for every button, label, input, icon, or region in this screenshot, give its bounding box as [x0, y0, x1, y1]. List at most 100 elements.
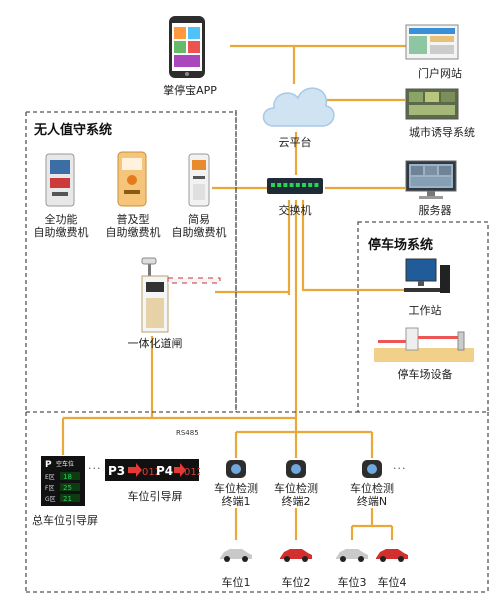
guide-right-arrow — [174, 463, 186, 477]
cloud-icon — [262, 87, 335, 127]
standard-kiosk-button — [127, 175, 137, 185]
workstation-stand — [418, 281, 424, 286]
workstation-label: 工作站 — [408, 304, 442, 317]
switch-port-4 — [289, 183, 294, 187]
city-block-1 — [409, 92, 423, 102]
total-guide-label: 总车位引导屏 — [32, 514, 98, 527]
total-guide-p: P — [45, 460, 52, 470]
phone-app-icon — [169, 16, 205, 78]
portal-monitor-icon — [405, 24, 459, 60]
car-4-wheel-rear — [398, 556, 404, 562]
standard-kiosk-screen — [122, 158, 142, 170]
gate-camera-pole — [148, 262, 151, 276]
detector-2-lens — [291, 464, 301, 474]
portal-page-block-1 — [430, 36, 454, 42]
switch-label: 交换机 — [278, 204, 312, 217]
detector-n-icon — [362, 460, 382, 478]
guide-screen-icon: P3 012 P4 012 — [105, 459, 200, 481]
phone-tile-5 — [174, 55, 200, 67]
switch-icon — [267, 178, 323, 194]
phone-tile-4 — [188, 41, 200, 53]
city-block-3 — [441, 92, 455, 102]
total-guide-header: 空车位 — [56, 460, 74, 468]
space-2-label: 车位2 — [281, 576, 311, 589]
detector-1-lens — [231, 464, 241, 474]
server-base — [419, 196, 443, 199]
car-4-wheel-front — [380, 556, 386, 562]
switch-port-7 — [308, 183, 313, 187]
total-guide-row-value-bg — [60, 472, 80, 480]
line-switch-down-3 — [301, 200, 410, 292]
portal-page-header — [409, 28, 455, 34]
server-label: 服务器 — [418, 204, 452, 217]
workstation-keyboard — [404, 288, 440, 292]
switch-port-1 — [271, 183, 275, 187]
space-1-label: 车位1 — [221, 576, 251, 589]
equipment-booth — [405, 327, 419, 351]
parking-equipment-label: 停车场设备 — [397, 368, 453, 381]
dashed-group — [25, 110, 489, 593]
line-group — [61, 44, 430, 540]
parking-equipment-icon — [374, 327, 474, 362]
standard-kiosk-icon — [117, 151, 147, 207]
server-monitor-icon — [405, 160, 457, 199]
standard-kiosk-slot — [124, 190, 140, 194]
cloud-shape — [262, 87, 335, 127]
equipment-post — [457, 331, 465, 351]
car-1-icon — [220, 549, 252, 562]
workstation-monitor — [405, 258, 437, 282]
car-3-wheel-front — [340, 556, 346, 562]
equipment-arm-2 — [378, 340, 406, 343]
detector-2-icon — [286, 460, 306, 478]
bus-label: RS485 — [176, 429, 199, 437]
gate-camera — [141, 257, 157, 265]
city-block-4 — [409, 105, 455, 115]
city-block-2 — [425, 92, 439, 102]
gate-display — [146, 282, 164, 292]
total-guide-row-tag: E区 — [45, 474, 55, 481]
total-guide-row-value: 25 — [63, 484, 72, 492]
guide-left-value: 012 — [142, 467, 161, 478]
city-guidance-icon — [405, 88, 459, 120]
gate-stripe — [146, 298, 164, 328]
car-1-wheel-rear — [242, 556, 248, 562]
phone-tile-2 — [188, 27, 200, 39]
switch-ports — [271, 183, 319, 187]
kiosk-label-standard: 普及型 自助缴费机 — [105, 213, 161, 239]
space-3-label: 车位3 — [337, 576, 367, 589]
portal-page-image — [409, 36, 427, 54]
parking-system-title: 停车场系统 — [368, 238, 434, 253]
switch-port-2 — [277, 183, 282, 187]
guide-left-arrow — [128, 463, 142, 477]
car-4-icon — [376, 549, 408, 562]
workstation-tower — [440, 265, 450, 293]
simple-kiosk-stripe — [193, 184, 205, 200]
car-2-icon — [280, 549, 312, 562]
guide-screen-label: 车位引导屏 — [127, 490, 183, 503]
unattended-system-title: 无人值守系统 — [34, 123, 113, 138]
switch-port-8 — [314, 183, 319, 187]
parking-system-border — [357, 221, 489, 413]
car-3-wheel-rear — [358, 556, 364, 562]
car-3-icon — [336, 549, 368, 562]
car-1-wheel-front — [224, 556, 230, 562]
server-tile-2 — [425, 166, 437, 175]
guide-left-code: P3 — [108, 464, 125, 478]
portal-label: 门户网站 — [418, 67, 462, 80]
total-guide-row-tag: G区 — [45, 496, 56, 503]
ellipsis-left: ··· — [88, 462, 102, 475]
guide-right-value: 012 — [184, 467, 200, 478]
total-guide-row-tag: F区 — [45, 485, 54, 492]
full-kiosk-panel — [50, 178, 70, 188]
total-guide-row-value: 21 — [63, 495, 72, 503]
line-detN-split — [350, 508, 394, 540]
detector-2-label: 车位检测 终端2 — [274, 482, 318, 508]
switch-body — [267, 178, 323, 194]
bottom-area-border — [25, 110, 489, 593]
full-kiosk-icon — [45, 153, 75, 207]
equipment-platform — [374, 348, 474, 362]
city-label: 城市诱导系统 — [409, 126, 475, 139]
